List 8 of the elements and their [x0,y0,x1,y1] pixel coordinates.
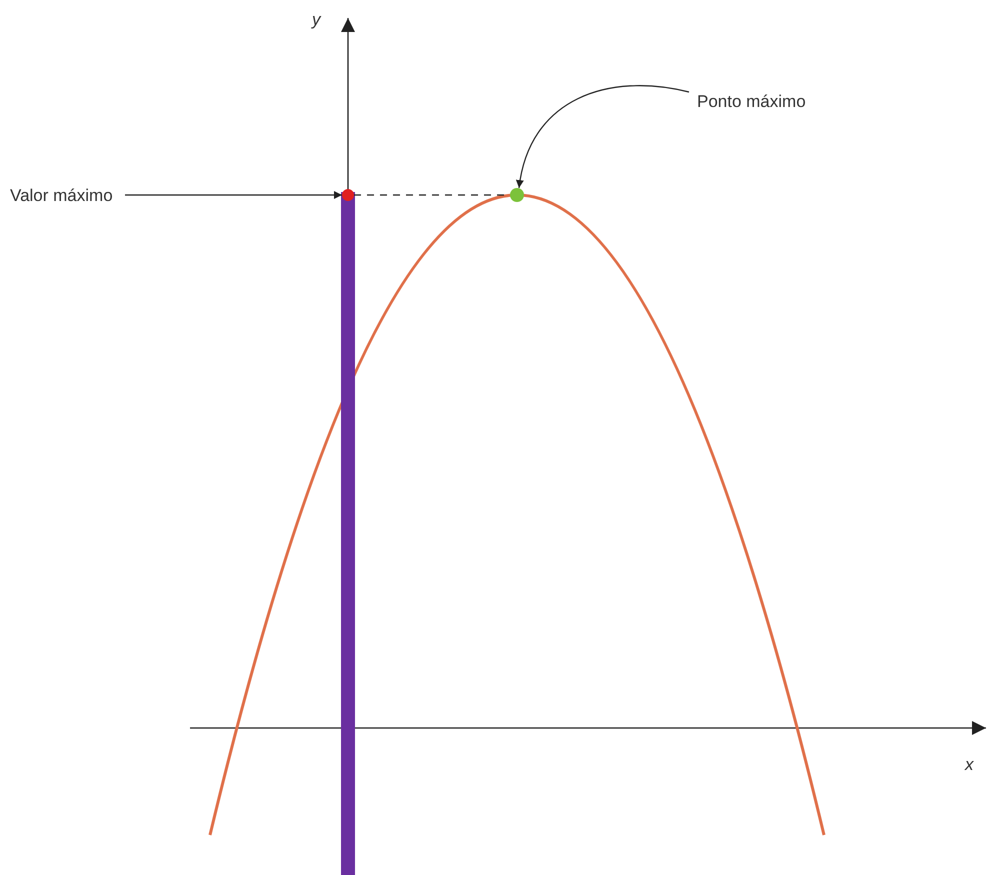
arrow [516,85,690,188]
arrow [125,191,342,199]
annotation-label: Valor máximo [10,186,113,206]
point-dot [510,188,524,202]
annotation-label: Ponto máximo [697,92,806,112]
axis-label: x [965,755,974,775]
axis-label: y [312,10,320,30]
point-dot [342,189,354,201]
